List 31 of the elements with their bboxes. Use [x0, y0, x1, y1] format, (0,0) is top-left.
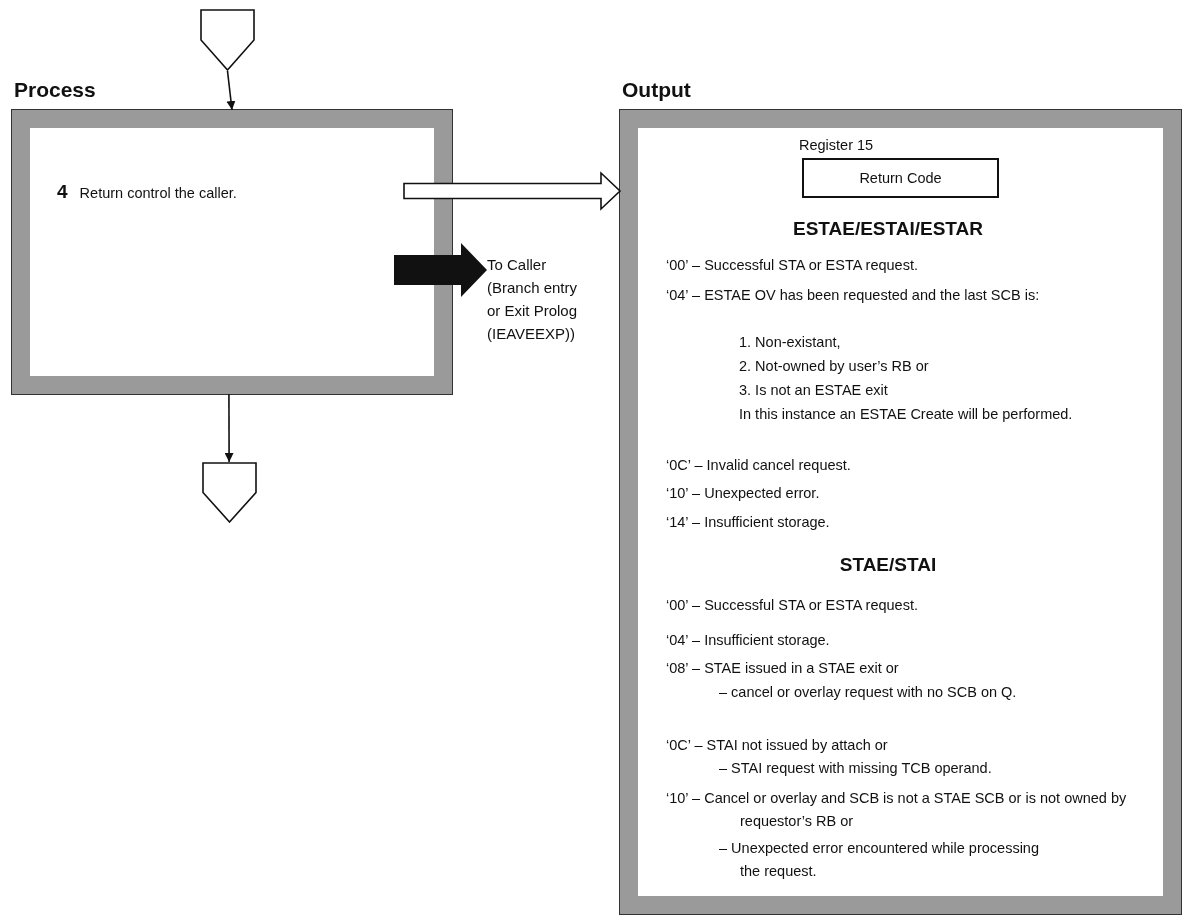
panel-heading: Output [622, 78, 691, 102]
destination-text: To Caller (Branch entry or Exit Prolog (IEAVEEXP)) [487, 255, 579, 344]
list-item: 1. Non-existant, [739, 333, 842, 352]
return-code-entry: ‘10’ – Cancel or overlay and SCB is not a STAE SCB or is not owned by requestor’s RB or [666, 789, 1128, 831]
arrow [226, 70, 236, 111]
data-flow-arrow [403, 171, 622, 211]
off-page-connector [200, 9, 255, 71]
condition-text: – STAI request with missing TCB operand. [719, 759, 993, 778]
step-text: 4 Return control the caller. [57, 180, 238, 204]
return-code-entry: ‘08’ – STAE issued in a STAE exit or [666, 659, 900, 678]
condition-text: – cancel or overlay request with no SCB on Q. [719, 683, 1018, 702]
list-item: 3. Is not an ESTAE exit [739, 381, 889, 400]
return-code-entry: ‘00’ – Successful STA or ESTA request. [666, 596, 919, 615]
register-label: Register 15 [799, 136, 874, 155]
return-code-entry: ‘04’ – ESTAE OV has been requested and the last SCB is: [666, 286, 1041, 305]
return-code-box: Return Code [802, 158, 999, 198]
panel-heading: Process [14, 78, 96, 102]
list-item: 2. Not-owned by user’s RB or [739, 357, 930, 376]
note-text: In this instance an ESTAE Create will be performed. [739, 405, 1074, 424]
condition-text: – Unexpected error encountered while processing the request. [719, 839, 1040, 881]
return-code-entry: ‘04’ – Insufficient storage. [666, 631, 831, 650]
block-arrow [394, 243, 487, 297]
off-page-connector [202, 462, 257, 523]
return-code-entry: ‘10’ – Unexpected error. [666, 484, 821, 503]
return-code-entry: ‘00’ – Successful STA or ESTA request. [666, 256, 919, 275]
return-code-entry: ‘0C’ – Invalid cancel request. [666, 456, 852, 475]
return-code-entry: ‘0C’ – STAI not issued by attach or [666, 736, 889, 755]
return-code-entry: ‘14’ – Insufficient storage. [666, 513, 831, 532]
section-heading: STAE/STAI [838, 553, 938, 576]
arrow [224, 393, 234, 463]
section-heading: ESTAE/ESTAI/ESTAR [792, 217, 984, 240]
